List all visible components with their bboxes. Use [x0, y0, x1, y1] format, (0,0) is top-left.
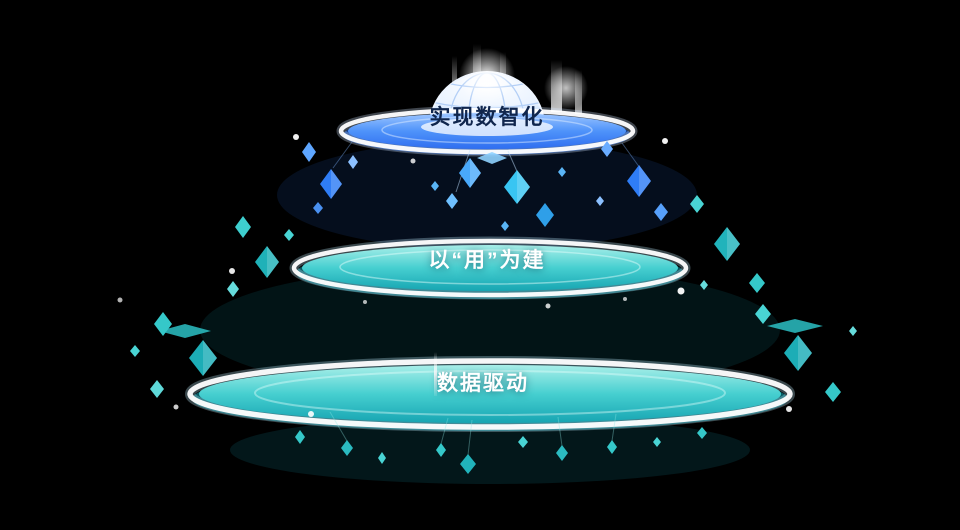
- tier-top-platform: [336, 105, 638, 157]
- crystal-burst-center: [431, 149, 566, 231]
- crystal-cluster-middle-left: [227, 216, 294, 297]
- tier-bottom-platform: [185, 356, 795, 432]
- crystal-cluster-middle-right: [690, 195, 765, 293]
- tier-bottom-label: 数据驱动: [437, 372, 529, 395]
- tier-top-label: 实现数智化: [429, 106, 545, 129]
- crystal-fragments-bottom: [295, 411, 707, 474]
- crystal-cluster-top-left: [302, 141, 358, 214]
- light-beam: [434, 352, 437, 396]
- tier-middle-label: 以“用”为建: [428, 249, 546, 272]
- crystal-cluster-bottom-left: [130, 312, 217, 398]
- tier-middle-platform: [289, 236, 691, 300]
- crystal-cluster-top-right: [596, 141, 668, 221]
- ambient-glow: [200, 140, 780, 484]
- crystal-cluster-bottom-right: [755, 304, 857, 402]
- sparkle-dots: [117, 134, 792, 417]
